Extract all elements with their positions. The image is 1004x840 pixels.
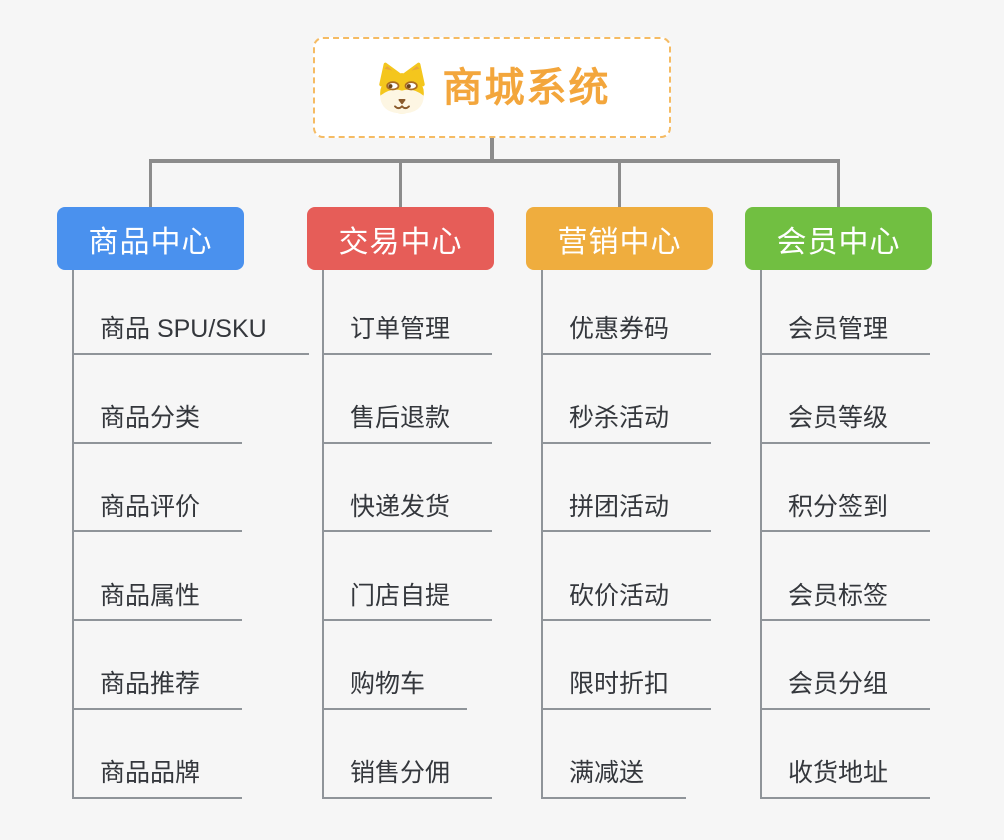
list-item: 优惠券码: [541, 266, 712, 355]
list-item: 满减送: [541, 710, 711, 799]
list-item: 会员管理: [760, 266, 931, 355]
child-topic[interactable]: 会员管理: [760, 315, 931, 355]
child-topic[interactable]: 销售分佣: [322, 759, 493, 799]
list-item: 商品 SPU/SKU: [72, 266, 309, 355]
list-item: 商品属性: [72, 532, 309, 622]
children-list-product: 商品 SPU/SKU 商品分类 商品评价 商品属性 商品推荐 商品品牌: [72, 266, 309, 799]
doge-icon: [378, 62, 425, 113]
list-item: 积分签到: [760, 444, 931, 533]
list-item: 收货地址: [760, 710, 931, 799]
children-list-trade: 订单管理 售后退款 快递发货 门店自提 购物车 销售分佣: [322, 266, 493, 799]
list-item: 秒杀活动: [541, 355, 712, 444]
child-topic[interactable]: 订单管理: [322, 315, 493, 355]
list-item: 商品推荐: [72, 621, 309, 711]
child-topic[interactable]: 商品品牌: [72, 759, 243, 799]
child-topic[interactable]: 会员分组: [760, 670, 931, 711]
child-topic[interactable]: 售后退款: [322, 404, 493, 444]
list-item: 商品评价: [72, 444, 309, 533]
list-item: 砍价活动: [541, 532, 712, 622]
child-topic[interactable]: 收货地址: [760, 759, 931, 799]
list-item: 商品分类: [72, 355, 309, 444]
drop-connector-marketing: [618, 159, 621, 207]
bus-connector: [149, 159, 840, 163]
branch-node-product[interactable]: 商品中心: [57, 207, 244, 270]
child-topic[interactable]: 优惠券码: [541, 315, 712, 355]
child-topic[interactable]: 会员等级: [760, 404, 931, 444]
trunk-connector-trade: [322, 270, 324, 799]
list-item: 拼团活动: [541, 444, 712, 533]
list-item: 售后退款: [322, 355, 493, 444]
list-item: 订单管理: [322, 266, 493, 355]
drop-connector-trade: [399, 159, 402, 207]
list-item: 商品品牌: [72, 710, 309, 799]
child-topic[interactable]: 商品推荐: [72, 670, 243, 711]
children-list-marketing: 优惠券码 秒杀活动 拼团活动 砍价活动 限时折扣 满减送: [541, 266, 712, 799]
root-node[interactable]: 商城系统: [313, 37, 671, 138]
branch-node-member[interactable]: 会员中心: [745, 207, 932, 270]
drop-connector-product: [149, 159, 152, 207]
child-topic[interactable]: 满减送: [541, 759, 687, 799]
child-topic[interactable]: 商品分类: [72, 404, 243, 444]
branch-node-marketing[interactable]: 营销中心: [526, 207, 713, 270]
children-list-member: 会员管理 会员等级 积分签到 会员标签 会员分组 收货地址: [760, 266, 931, 799]
list-item: 门店自提: [322, 532, 493, 622]
child-topic[interactable]: 限时折扣: [541, 670, 712, 711]
child-topic[interactable]: 快递发货: [322, 493, 493, 533]
trunk-connector-product: [72, 270, 74, 799]
child-topic[interactable]: 秒杀活动: [541, 404, 712, 444]
child-topic[interactable]: 商品 SPU/SKU: [72, 315, 309, 355]
child-topic[interactable]: 门店自提: [322, 582, 493, 622]
child-topic[interactable]: 会员标签: [760, 582, 931, 622]
child-topic[interactable]: 商品评价: [72, 493, 243, 533]
child-topic[interactable]: 商品属性: [72, 582, 243, 622]
list-item: 会员分组: [760, 621, 931, 711]
child-topic[interactable]: 积分签到: [760, 493, 931, 533]
trunk-connector-marketing: [541, 270, 543, 799]
list-item: 销售分佣: [322, 710, 493, 799]
list-item: 快递发货: [322, 444, 493, 533]
root-stem-connector: [490, 138, 494, 162]
list-item: 购物车: [322, 621, 492, 711]
child-topic[interactable]: 购物车: [322, 670, 468, 711]
drop-connector-member: [837, 159, 840, 207]
child-topic[interactable]: 拼团活动: [541, 493, 712, 533]
list-item: 会员标签: [760, 532, 931, 622]
branch-node-trade[interactable]: 交易中心: [307, 207, 494, 270]
child-topic[interactable]: 砍价活动: [541, 582, 712, 622]
list-item: 限时折扣: [541, 621, 712, 711]
root-title: 商城系统: [442, 65, 611, 110]
trunk-connector-member: [760, 270, 762, 799]
list-item: 会员等级: [760, 355, 931, 444]
